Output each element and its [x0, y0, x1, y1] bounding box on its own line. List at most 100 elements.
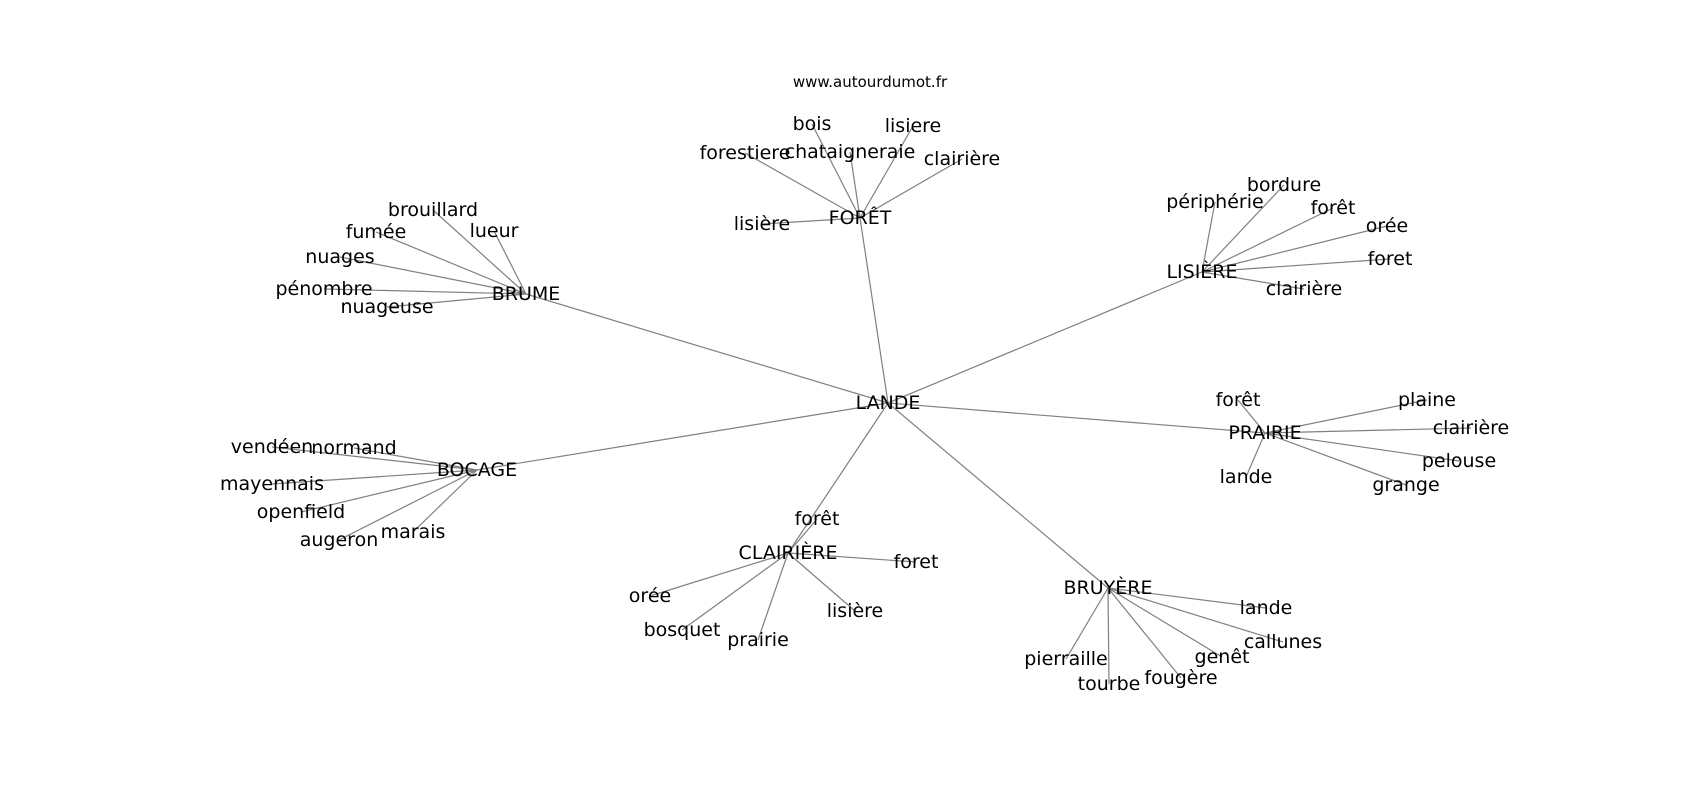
edge-center-to-hub [525, 293, 889, 404]
edge-center-to-hub [787, 402, 889, 554]
edge-hub-to-word [339, 256, 527, 295]
edge-hub-to-word [271, 469, 478, 485]
center-word-node[interactable]: LANDE [856, 392, 921, 414]
edge-hub-to-word [849, 151, 861, 219]
edge-hub-to-word [681, 552, 789, 631]
leaf-word-node[interactable]: lueur [470, 220, 519, 242]
edge-hub-to-word [1107, 587, 1110, 685]
leaf-word-node[interactable]: normand [311, 437, 396, 459]
hub-word-node[interactable]: PRAIRIE [1228, 422, 1301, 444]
leaf-word-node[interactable]: périphérie [1166, 191, 1263, 213]
edge-hub-to-word [412, 469, 478, 533]
edge-hub-to-word [787, 552, 917, 563]
leaf-word-node[interactable]: lisière [827, 600, 884, 622]
leaf-word-node[interactable]: forestiere [700, 142, 791, 164]
leaf-word-node[interactable]: vendéen [231, 436, 313, 458]
edge-hub-to-word [649, 552, 789, 597]
leaf-word-node[interactable]: nuages [305, 246, 374, 268]
leaf-word-node[interactable]: prairie [727, 629, 789, 651]
edge-hub-to-word [787, 552, 856, 612]
edge-hub-to-word [1237, 399, 1266, 434]
leaf-word-node[interactable]: forêt [795, 508, 840, 530]
hub-word-node[interactable]: BRUME [492, 283, 561, 305]
leaf-word-node[interactable]: mayennais [220, 473, 324, 495]
leaf-word-node[interactable]: tourbe [1078, 673, 1141, 695]
leaf-word-node[interactable]: openfield [257, 501, 345, 523]
edge-hub-to-word [323, 288, 527, 295]
edge-hub-to-word [375, 231, 527, 295]
leaf-word-node[interactable]: lande [1220, 466, 1273, 488]
edge-hub-to-word [338, 469, 478, 541]
leaf-word-node[interactable]: bois [793, 113, 832, 135]
leaf-word-node[interactable]: orée [1366, 215, 1408, 237]
edge-hub-to-word [1264, 432, 1407, 486]
hub-word-node[interactable]: FORÊT [829, 206, 892, 229]
edge-hub-to-word [1201, 258, 1391, 273]
edge-hub-to-word [761, 217, 861, 225]
hub-word-node[interactable]: BRUYÈRE [1064, 576, 1153, 599]
leaf-word-node[interactable]: plaine [1398, 389, 1456, 411]
hub-word-node[interactable]: CLAIRIÈRE [739, 541, 838, 564]
edge-hub-to-word [1201, 207, 1334, 273]
edge-hub-to-word [1264, 399, 1428, 434]
leaf-word-node[interactable]: augeron [300, 529, 379, 551]
leaf-word-node[interactable]: foret [1368, 248, 1413, 270]
leaf-word-node[interactable]: pelouse [1422, 450, 1496, 472]
edge-hub-to-word [1201, 184, 1285, 273]
leaf-word-node[interactable]: fumée [346, 221, 407, 243]
leaf-word-node[interactable]: grange [1372, 474, 1439, 496]
edge-hub-to-word [1107, 587, 1267, 609]
leaf-word-node[interactable]: bosquet [644, 619, 721, 641]
leaf-word-node[interactable]: callunes [1244, 631, 1322, 653]
leaf-word-node[interactable]: orée [629, 585, 671, 607]
leaf-word-node[interactable]: brouillard [388, 199, 478, 221]
graph-edges [271, 123, 1472, 685]
edge-center-to-hub [887, 271, 1203, 404]
edge-hub-to-word [787, 518, 818, 554]
leaf-word-node[interactable]: lisière [734, 213, 791, 235]
edge-center-to-hub [887, 402, 1266, 434]
leaf-word-node[interactable]: pierraille [1024, 648, 1108, 670]
edge-hub-to-word [1264, 427, 1472, 434]
leaf-word-node[interactable]: genêt [1195, 646, 1250, 668]
edge-center-to-hub [476, 402, 889, 471]
leaf-word-node[interactable]: nuageuse [340, 296, 433, 318]
leaf-word-node[interactable]: bordure [1247, 174, 1321, 196]
edge-hub-to-word [1201, 225, 1388, 273]
leaf-word-node[interactable]: chataigneraie [785, 141, 916, 163]
edge-hub-to-word [811, 123, 861, 219]
edge-center-to-hub [859, 217, 889, 404]
leaf-word-node[interactable]: clairière [1266, 278, 1343, 300]
edge-hub-to-word [386, 293, 527, 308]
edge-hub-to-word [353, 447, 478, 471]
edge-hub-to-word [1107, 587, 1223, 658]
leaf-word-node[interactable]: clairière [924, 148, 1001, 170]
graph-nodes: LANDE FORÊT bois lisiere forestierechataigne… [220, 113, 1509, 695]
edge-hub-to-word [1201, 201, 1216, 273]
edge-hub-to-word [1201, 271, 1305, 290]
edge-hub-to-word [1107, 587, 1284, 643]
leaf-word-node[interactable]: marais [381, 521, 446, 543]
leaf-word-node[interactable]: clairière [1433, 417, 1510, 439]
hub-word-node[interactable]: LISIÈRE [1166, 260, 1237, 283]
edge-center-to-hub [887, 402, 1109, 589]
edge-hub-to-word [859, 125, 914, 219]
edge-hub-to-word [757, 552, 789, 641]
leaf-word-node[interactable]: forêt [1311, 197, 1356, 219]
leaf-word-node[interactable]: fougère [1144, 667, 1217, 689]
edge-hub-to-word [744, 152, 861, 219]
edge-hub-to-word [300, 469, 478, 513]
leaf-word-node[interactable]: lande [1240, 597, 1293, 619]
edge-hub-to-word [859, 158, 963, 219]
leaf-word-node[interactable]: pénombre [275, 278, 372, 300]
edge-hub-to-word [1264, 432, 1460, 462]
leaf-word-node[interactable]: foret [894, 551, 939, 573]
edge-hub-to-word [1107, 587, 1182, 679]
leaf-word-node[interactable]: forêt [1216, 389, 1261, 411]
edge-hub-to-word [1065, 587, 1109, 660]
edge-hub-to-word [271, 446, 478, 471]
hub-word-node[interactable]: BOCAGE [437, 459, 517, 481]
edge-hub-to-word [432, 209, 527, 295]
leaf-word-node[interactable]: lisiere [885, 115, 942, 137]
